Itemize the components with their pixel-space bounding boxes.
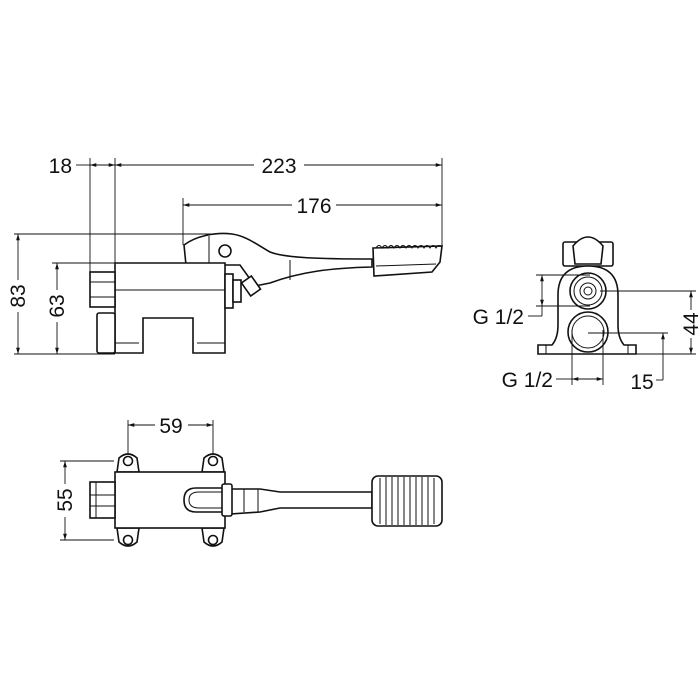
dimension-44: 44 xyxy=(680,291,700,354)
pivot-pin xyxy=(218,244,232,258)
dimension-176: 176 xyxy=(183,195,442,218)
dimension-label: 18 xyxy=(49,155,72,178)
dimension-223: 223 xyxy=(115,155,442,178)
valve-body xyxy=(114,262,226,354)
dimension-label: 44 xyxy=(680,312,700,336)
mounting-hole xyxy=(122,455,134,467)
dimension-15: 15 xyxy=(630,333,665,394)
dimension-label: 55 xyxy=(54,488,77,511)
inlet-nut xyxy=(89,271,116,308)
pedal xyxy=(372,245,443,277)
adjuster-nut xyxy=(240,274,262,298)
dimension-59: 59 xyxy=(128,415,213,438)
dimension-label: 176 xyxy=(296,195,331,218)
dimension-label: 59 xyxy=(159,415,182,438)
lower-port xyxy=(567,311,609,353)
dimension-label: 15 xyxy=(630,371,653,394)
mounting-hole xyxy=(122,534,134,546)
mounting-ears xyxy=(116,453,225,547)
dimension-label: 63 xyxy=(46,294,69,317)
dimension-label: G 1/2 xyxy=(502,369,553,392)
mounting-hole xyxy=(207,455,219,467)
front-view: G 1/2 G 1/2 44 15 xyxy=(473,236,700,394)
dimension-18: 18 xyxy=(49,155,115,178)
housing xyxy=(537,265,637,355)
spindle-nut xyxy=(224,273,234,309)
dimension-83: 83 xyxy=(7,234,30,354)
dimension-63: 63 xyxy=(46,263,69,354)
dimension-g12-upper: G 1/2 xyxy=(473,275,544,329)
lever-arm xyxy=(183,232,373,287)
top-view: 59 55 xyxy=(54,415,443,547)
outlet-fitting xyxy=(96,312,116,354)
dimension-label: 223 xyxy=(261,155,296,178)
inlet-nut-top xyxy=(89,481,116,519)
dimension-label: G 1/2 xyxy=(473,306,524,329)
pedal-top xyxy=(371,475,443,527)
side-view: 18 223 176 83 63 xyxy=(7,155,443,355)
dimension-label: 83 xyxy=(7,284,30,307)
lever-arm-top xyxy=(229,488,373,515)
dimension-55: 55 xyxy=(54,461,77,540)
mounting-hole xyxy=(207,534,219,546)
dimension-g12-lower: G 1/2 xyxy=(502,369,603,392)
